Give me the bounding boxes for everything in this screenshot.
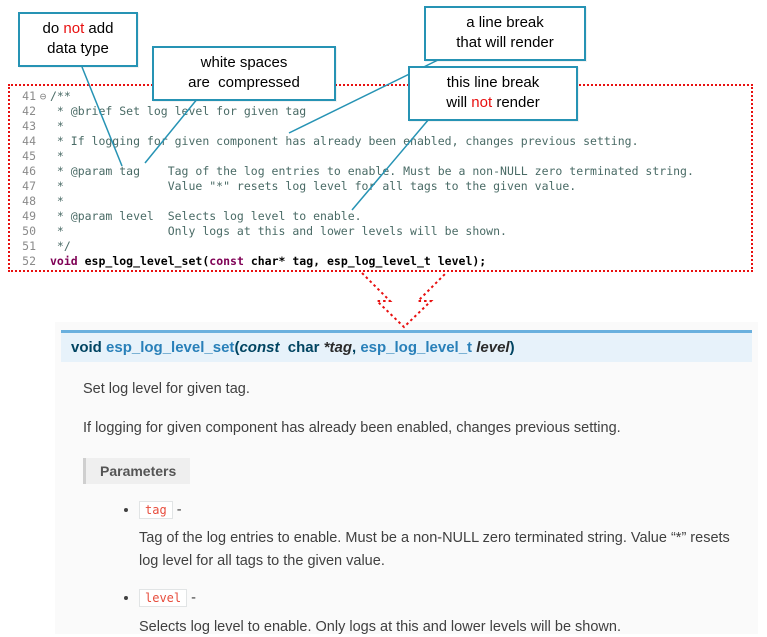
line-number: 44 <box>22 134 36 148</box>
callout-text-part: will <box>446 94 472 112</box>
keyword-void: void <box>50 254 85 268</box>
sig-function-name: esp_log_level_set <box>106 339 235 356</box>
code-text: * If logging for given component has alr… <box>50 134 639 148</box>
parameter-head: level - <box>139 588 758 610</box>
callout-break-render: a line break that will render <box>424 6 586 61</box>
code-text: */ <box>50 239 71 253</box>
fold-gutter <box>36 239 50 254</box>
code-text: void esp_log_level_set(const char* tag, … <box>50 254 486 269</box>
code-line: 46 * @param tag Tag of the log entries t… <box>10 164 751 179</box>
line-number: 52 <box>22 254 36 268</box>
callout-text-part: render <box>492 94 540 112</box>
callout-text-emphasis: not <box>63 20 85 37</box>
line-number: 48 <box>22 194 36 208</box>
callout-text: this line break <box>446 74 540 91</box>
code-text: * <box>50 119 64 133</box>
callout-break-norender: this line break will not render <box>408 66 578 121</box>
sig-type-esp-log-level-t: esp_log_level_t <box>360 339 477 356</box>
code-line: 47 * Value "*" resets log level for all … <box>10 179 751 194</box>
callout-text: data type <box>47 40 109 58</box>
sig-param-tag: *tag <box>323 339 352 356</box>
fold-gutter <box>36 119 50 134</box>
fold-gutter <box>36 164 50 179</box>
callout-text: are compressed <box>188 74 300 92</box>
doc-brief-text: Set log level for given tag. <box>83 381 250 397</box>
fold-gutter <box>36 194 50 209</box>
fold-gutter <box>36 104 50 119</box>
line-number: 43 <box>22 119 36 133</box>
callout-no-datatype: do not add data type <box>18 12 138 67</box>
parameter-item-tag: tag - Tag of the log entries to enable. … <box>139 500 758 573</box>
fold-gutter <box>36 179 50 194</box>
code-line: 45 * <box>10 149 751 164</box>
callout-whitespace: white spaces are compressed <box>152 46 336 101</box>
parameter-description: Selects log level to enable. Only logs a… <box>139 618 621 635</box>
code-text-part: char* tag, esp_log_level_t level); <box>243 254 487 268</box>
line-number: 41 <box>22 89 36 103</box>
code-line: 43 * <box>10 119 751 134</box>
fold-gutter <box>36 209 50 224</box>
fold-gutter <box>36 134 50 149</box>
parameter-description: Tag of the log entries to enable. Must b… <box>139 530 730 569</box>
code-text: * @param tag Tag of the log entries to e… <box>50 164 694 178</box>
line-number: 42 <box>22 104 36 118</box>
parameter-name-tag: tag <box>139 500 173 519</box>
code-text: * Value "*" resets log level for all tag… <box>50 179 577 193</box>
code-text: * @param level Selects log level to enab… <box>50 209 362 223</box>
sig-keyword-const: const <box>239 339 280 356</box>
fold-gutter <box>36 149 50 164</box>
line-number: 49 <box>22 209 36 223</box>
keyword-const: const <box>209 254 244 268</box>
callout-text: that will render <box>456 34 554 52</box>
code-text: * <box>50 194 64 208</box>
code-line: 44 * If logging for given component has … <box>10 134 751 149</box>
line-number: 51 <box>22 239 36 253</box>
code-line: 49 * @param level Selects log level to e… <box>10 209 751 224</box>
fold-collapse-icon[interactable]: ⊖ <box>39 90 47 103</box>
code-text: * Only logs at this and lower levels wil… <box>50 224 507 238</box>
rendered-doc-panel: void esp_log_level_set(const char *tag, … <box>55 322 758 637</box>
code-editor[interactable]: 41⊖/** 42 * @brief Set log level for giv… <box>8 84 753 272</box>
code-line: 51 */ <box>10 239 751 254</box>
code-text-part: ( <box>202 254 210 268</box>
function-signature[interactable]: void esp_log_level_set(const char *tag, … <box>61 330 752 362</box>
down-arrow-icon <box>361 272 447 329</box>
parameters-heading: Parameters <box>83 457 191 484</box>
callout-text: white spaces <box>200 54 288 71</box>
callout-text: do not add <box>28 19 128 39</box>
doc-description-text: If logging for given component has alrea… <box>83 419 621 436</box>
callout-text-part: do <box>42 20 64 37</box>
sig-paren: ( <box>234 339 240 356</box>
parameters-list: tag - Tag of the log entries to enable. … <box>55 500 758 637</box>
sig-paren: ) <box>509 339 515 356</box>
function-name: esp_log_level_set <box>84 254 203 268</box>
callout-text: a line break <box>466 14 544 31</box>
code-line: 48 * <box>10 194 751 209</box>
code-line-function-declaration: 52 void esp_log_level_set(const char* tag… <box>10 254 751 269</box>
parameter-item-level: level - Selects log level to enable. Onl… <box>139 588 758 637</box>
parameter-dash: - <box>191 590 196 607</box>
parameter-name-level: level <box>139 589 188 608</box>
line-number: 50 <box>22 224 36 238</box>
code-text: /** <box>50 89 71 103</box>
sig-comma: , <box>351 339 361 356</box>
callout-text-part: add <box>84 20 114 37</box>
parameter-dash: - <box>176 501 182 518</box>
code-line: 50 * Only logs at this and lower levels … <box>10 224 751 239</box>
fold-gutter <box>36 224 50 239</box>
code-text: * <box>50 149 64 163</box>
line-number: 46 <box>22 164 36 178</box>
code-line: 41⊖/** <box>10 89 751 104</box>
fold-gutter <box>36 254 50 269</box>
code-line: 42 * @brief Set log level for given tag <box>10 104 751 119</box>
callout-text: will not render <box>418 93 568 113</box>
parameter-head: tag - <box>139 500 758 522</box>
code-text: * @brief Set log level for given tag <box>50 104 307 118</box>
line-number: 47 <box>22 179 36 193</box>
sig-param-level: level <box>476 339 510 356</box>
sig-keyword-void: void <box>71 339 107 356</box>
line-number: 45 <box>22 149 36 163</box>
callout-text-emphasis: not <box>471 94 493 112</box>
sig-type-char: char <box>279 339 324 356</box>
